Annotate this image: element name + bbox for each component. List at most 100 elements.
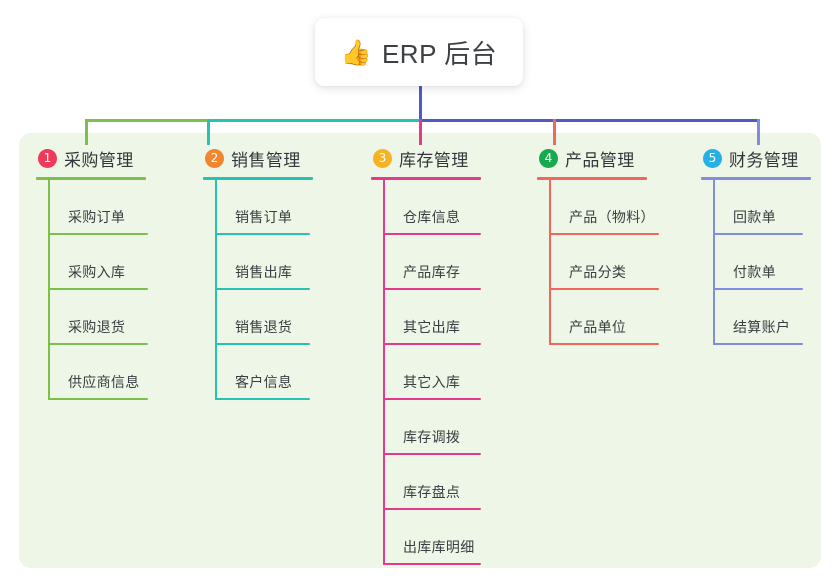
leaf-item-label: 回款单 (733, 209, 776, 225)
leaf-item[interactable]: 产品分类 (549, 235, 697, 290)
column-stem (383, 180, 385, 565)
root-node[interactable]: 👍 ERP 后台 (315, 18, 523, 86)
leaf-item-underline (383, 288, 481, 290)
leaf-item[interactable]: 其它入库 (383, 345, 531, 400)
drop-5 (757, 119, 760, 145)
column-1: 1 采购管理采购订单采购入库采购退货供应商信息 (36, 145, 186, 400)
column-title: 销售管理 (231, 150, 301, 170)
root-node-title: ERP 后台 (381, 38, 498, 69)
column-underline (537, 177, 647, 180)
leaf-item-underline (549, 288, 659, 290)
leaf-item-label: 销售出库 (235, 264, 293, 280)
leaf-item-label: 产品库存 (403, 264, 461, 280)
green-bus (85, 119, 207, 122)
leaf-item-label: 客户信息 (235, 374, 293, 390)
leaf-item-label: 采购订单 (68, 209, 126, 225)
column-items: 销售订单销售出库销售退货客户信息 (203, 180, 353, 400)
leaf-item-underline (215, 343, 310, 345)
leaf-item[interactable]: 库存盘点 (383, 455, 531, 510)
leaf-item-underline (713, 343, 803, 345)
leaf-item-label: 结算账户 (733, 319, 791, 335)
leaf-item[interactable]: 回款单 (713, 180, 839, 235)
leaf-item-underline (383, 453, 481, 455)
number-badge-icon: 1 (38, 148, 57, 168)
leaf-item-label: 出库库明细 (403, 539, 475, 555)
column-header[interactable]: 4 产品管理 (537, 145, 697, 171)
column-title: 财务管理 (729, 150, 799, 170)
leaf-item-label: 销售订单 (235, 209, 293, 225)
number-badge-icon: 3 (373, 148, 392, 168)
column-items: 采购订单采购入库采购退货供应商信息 (36, 180, 186, 400)
leaf-item-label: 其它出库 (403, 319, 461, 335)
leaf-item-label: 其它入库 (403, 374, 461, 390)
leaf-item-underline (383, 398, 481, 400)
column-items: 回款单付款单结算账户 (701, 180, 839, 345)
leaf-item-underline (215, 233, 310, 235)
column-underline (371, 177, 481, 180)
number-badge-icon: 2 (205, 148, 224, 168)
trunk-connector (419, 86, 422, 122)
leaf-item-label: 产品单位 (569, 319, 627, 335)
column-underline (701, 177, 811, 180)
leaf-item-underline (383, 563, 481, 565)
column-title: 产品管理 (565, 150, 635, 170)
leaf-item-label: 仓库信息 (403, 209, 461, 225)
leaf-item-underline (549, 343, 659, 345)
leaf-item[interactable]: 采购入库 (48, 235, 186, 290)
leaf-item[interactable]: 采购订单 (48, 180, 186, 235)
column-2: 2 销售管理销售订单销售出库销售退货客户信息 (203, 145, 353, 400)
column-items: 仓库信息产品库存其它出库其它入库库存调拨库存盘点出库库明细 (371, 180, 531, 565)
leaf-item-underline (48, 288, 148, 290)
column-title: 库存管理 (399, 150, 469, 170)
purple-bus (419, 119, 757, 122)
leaf-item[interactable]: 产品（物料） (549, 180, 697, 235)
column-underline (36, 177, 146, 180)
column-4: 4 产品管理产品（物料） 产品分类产品单位 (537, 145, 697, 345)
leaf-item[interactable]: 销售出库 (215, 235, 353, 290)
leaf-item[interactable]: 供应商信息 (48, 345, 186, 400)
leaf-item[interactable]: 付款单 (713, 235, 839, 290)
leaf-item[interactable]: 销售订单 (215, 180, 353, 235)
leaf-item[interactable]: 其它出库 (383, 290, 531, 345)
column-stem (713, 180, 715, 345)
column-header[interactable]: 3 库存管理 (371, 145, 531, 171)
leaf-item[interactable]: 库存调拨 (383, 400, 531, 455)
column-header[interactable]: 1 采购管理 (36, 145, 186, 171)
leaf-item-label: 付款单 (733, 264, 776, 280)
column-3: 3 库存管理仓库信息产品库存其它出库其它入库库存调拨库存盘点出库库明细 (371, 145, 531, 565)
leaf-item-label: 供应商信息 (68, 374, 140, 390)
leaf-item-label: 采购入库 (68, 264, 126, 280)
leaf-item-underline (48, 398, 148, 400)
leaf-item[interactable]: 结算账户 (713, 290, 839, 345)
leaf-item-underline (215, 398, 310, 400)
leaf-item-label: 产品（物料） (569, 209, 655, 225)
leaf-item[interactable]: 仓库信息 (383, 180, 531, 235)
leaf-item-label: 产品分类 (569, 264, 627, 280)
column-title: 采购管理 (64, 150, 134, 170)
drop-2 (207, 119, 210, 145)
leaf-item[interactable]: 出库库明细 (383, 510, 531, 565)
column-stem (215, 180, 217, 400)
drop-3 (419, 119, 422, 145)
leaf-item-underline (383, 233, 481, 235)
leaf-item-underline (48, 343, 148, 345)
leaf-item[interactable]: 客户信息 (215, 345, 353, 400)
leaf-item[interactable]: 产品库存 (383, 235, 531, 290)
leaf-item-label: 销售退货 (235, 319, 293, 335)
leaf-item-underline (713, 288, 803, 290)
leaf-item-label: 采购退货 (68, 319, 126, 335)
column-stem (549, 180, 551, 345)
column-stem (48, 180, 50, 400)
column-header[interactable]: 2 销售管理 (203, 145, 353, 171)
leaf-item-underline (713, 233, 803, 235)
thumbs-up-icon: 👍 (340, 37, 372, 67)
leaf-item-underline (383, 343, 481, 345)
leaf-item-label: 库存盘点 (403, 484, 461, 500)
leaf-item[interactable]: 采购退货 (48, 290, 186, 345)
leaf-item-underline (383, 508, 481, 510)
leaf-item[interactable]: 销售退货 (215, 290, 353, 345)
number-badge-icon: 4 (539, 148, 558, 168)
diagram-panel (19, 133, 821, 568)
leaf-item[interactable]: 产品单位 (549, 290, 697, 345)
